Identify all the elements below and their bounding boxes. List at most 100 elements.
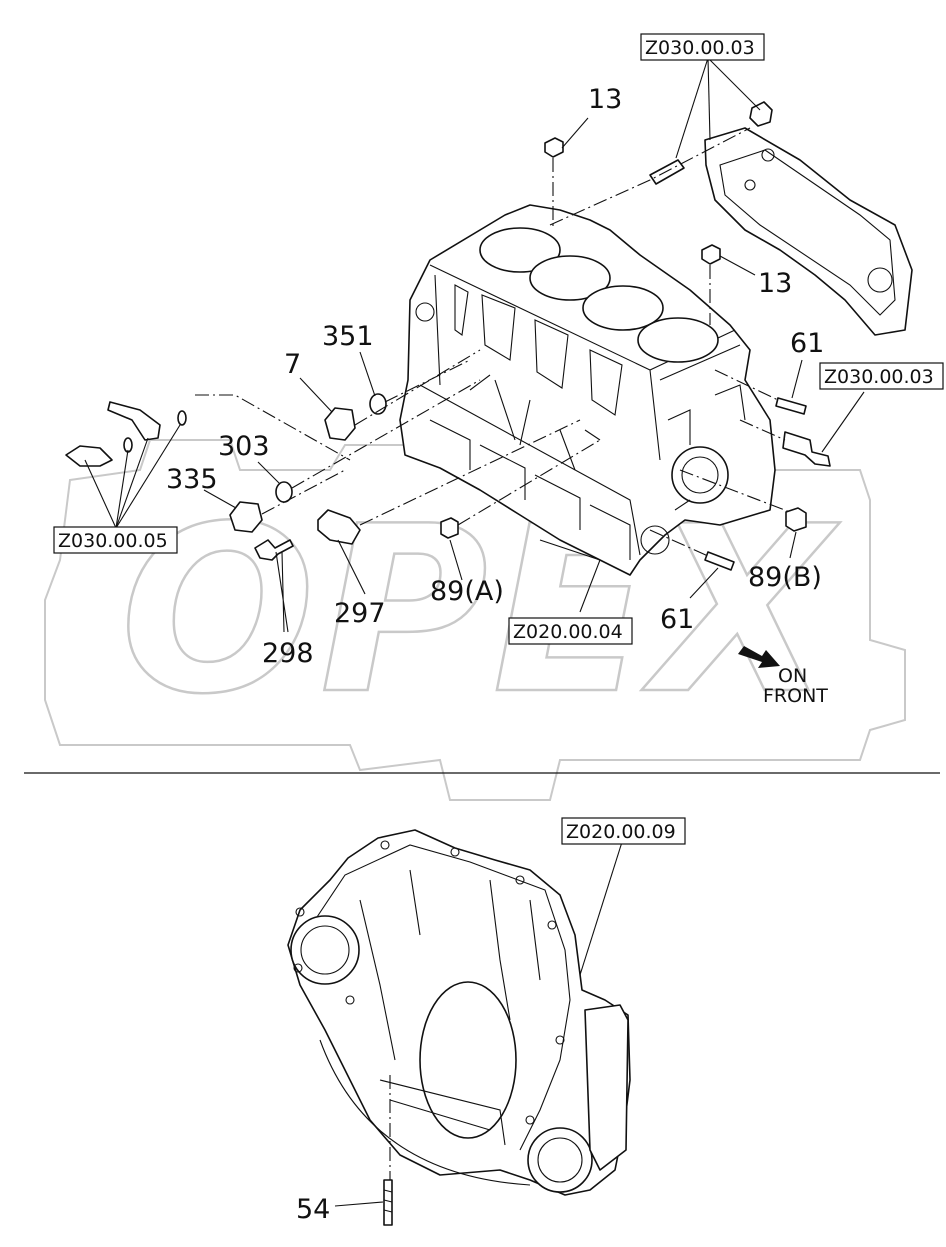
lower-bore-inner [537, 1137, 583, 1183]
cylinder-block-drawing [399, 204, 776, 576]
bolt-hole [295, 907, 305, 917]
lower-bore [527, 1127, 593, 1193]
reference-boxes-upper: Z030.00.03 Z030.00.03 Z030.00.05 Z020.00… [53, 33, 944, 645]
cylinder-bore-1 [479, 227, 561, 273]
label-54: 54 [296, 1194, 330, 1225]
bolt-hole [525, 1115, 535, 1125]
block-side-window-3 [589, 349, 623, 416]
pin-61-bottom [704, 551, 735, 571]
axis-351 [384, 359, 471, 403]
leader-sensor-ref [821, 391, 865, 453]
block-front-bore-inner [681, 456, 719, 494]
ref-right-plug: Z030.00.03 [824, 366, 934, 388]
leader-cover-ref-2 [707, 57, 711, 141]
reference-boxes-lower: Z020.00.09 54 [296, 817, 686, 1225]
cover-297 [317, 509, 361, 545]
side-pad [584, 1004, 629, 1171]
block-left-boss [415, 302, 435, 322]
oil-gallery-pipes [469, 374, 601, 471]
label-303: 303 [218, 431, 270, 462]
ref-flywheel-housing: Z020.00.09 [566, 821, 676, 843]
front-direction-indicator: ON FRONT [738, 646, 828, 707]
axis-plug-7 [354, 349, 481, 426]
block-skirt [419, 384, 641, 560]
ref-box-cover-top [640, 33, 765, 61]
watermark-gear-outline [44, 439, 906, 801]
leader-61-bottom [689, 567, 719, 599]
housing-flange [314, 844, 571, 1151]
label-61-bottom: 61 [660, 604, 694, 635]
ref-cover-top: Z030.00.03 [645, 37, 755, 59]
crank-bore [419, 981, 517, 1139]
bolt-left [65, 445, 113, 467]
block-side-window-4 [454, 284, 469, 336]
starter-bore-inner [300, 925, 350, 975]
ref-left-bolts: Z030.00.05 [58, 530, 168, 552]
rear-cover-plate-drawing [704, 127, 913, 336]
cylinder-bore-2 [529, 255, 611, 301]
bolt-hole [380, 840, 390, 850]
leader-block-ref [539, 539, 601, 613]
housing-lower-edge [319, 1039, 531, 1186]
leader-61-right [791, 359, 803, 399]
label-335: 335 [166, 464, 218, 495]
leader-351 [359, 351, 376, 397]
leader-298 [275, 551, 289, 633]
cylinder-bore-3 [582, 285, 664, 331]
leader-297 [337, 539, 366, 595]
leader-7 [299, 377, 333, 413]
rear-cover-plate [704, 127, 913, 336]
bolt-hole [555, 1035, 565, 1045]
label-351: 351 [322, 321, 374, 352]
ref-block: Z020.00.04 [513, 621, 623, 643]
cup-89a [440, 517, 459, 539]
label-61-right: 61 [790, 328, 824, 359]
leader-303 [257, 461, 281, 485]
block-side-window-2 [534, 319, 569, 389]
axis-297 [359, 419, 581, 526]
stud-54 [383, 1179, 393, 1226]
bolt-hole [293, 963, 303, 973]
bolt-hole [450, 847, 460, 857]
label-89a: 89(A) [430, 576, 504, 607]
flywheel-housing-drawing [287, 829, 631, 1226]
cover-nut [749, 101, 773, 127]
leader-housing-ref [579, 841, 623, 976]
leader-left-ref-4 [115, 424, 181, 529]
leader-left-ref-3 [115, 437, 149, 529]
leader-335 [203, 489, 237, 509]
small-parts [65, 101, 831, 571]
ref-box-block [508, 617, 633, 645]
axis-61-right [714, 369, 779, 401]
label-89b: 89(B) [748, 562, 822, 593]
axis-335 [261, 469, 346, 515]
washer-left-1 [123, 437, 133, 453]
cup-89b [785, 507, 807, 532]
part-labels: 13 13 351 7 303 335 61 61 297 298 89(A) … [166, 84, 824, 669]
axis-61-bottom [649, 529, 709, 557]
dowel-13-top [544, 137, 564, 158]
pin-61-right [775, 397, 807, 415]
label-13-mid: 13 [758, 268, 792, 299]
ref-box-left-bolts [53, 526, 178, 554]
cover-hole-2 [867, 267, 893, 293]
leader-13-top [561, 117, 589, 149]
axis-89a [457, 439, 601, 526]
label-298: 298 [262, 638, 314, 669]
direction-line-1: ON [778, 665, 807, 687]
plug-7 [324, 407, 356, 441]
housing-bolt-holes [293, 840, 565, 1125]
block-rear-hole [640, 525, 670, 555]
bolt-298 [254, 539, 294, 561]
washer-left-2 [177, 410, 187, 426]
axis-89b [679, 469, 791, 513]
label-297: 297 [334, 598, 386, 629]
axis-cover [549, 127, 751, 226]
front-arrow-icon [738, 646, 780, 668]
leader-cover-ref-1 [675, 57, 709, 159]
bolt-hole [515, 875, 525, 885]
ref-box-flywheel-housing [561, 817, 686, 845]
axis-left-bolts [195, 394, 351, 461]
leader-89a [449, 539, 463, 581]
leader-lines [84, 57, 865, 633]
